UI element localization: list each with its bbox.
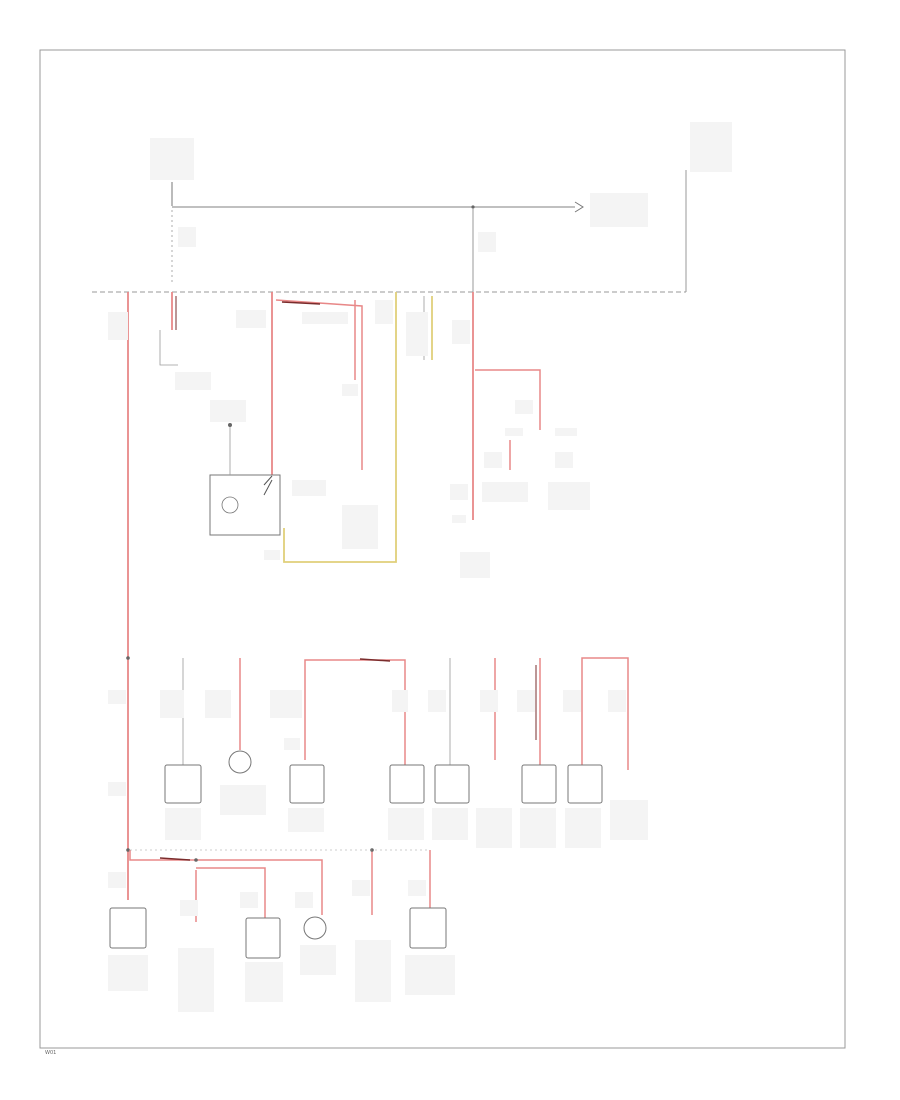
label-block-top-right xyxy=(690,122,732,172)
label-block-right-connector xyxy=(590,193,648,227)
load-box xyxy=(389,764,425,804)
lower-loads xyxy=(108,848,455,1012)
top-power-feed xyxy=(150,122,732,292)
left-trunk xyxy=(108,292,130,900)
yellow-return-wire xyxy=(283,292,397,563)
load-box xyxy=(567,764,603,804)
diagram-frame xyxy=(39,49,846,1049)
middle-loads xyxy=(108,657,648,848)
load-box xyxy=(521,764,557,804)
switch-icon xyxy=(263,475,273,486)
branch-c1 xyxy=(159,292,211,390)
load-box xyxy=(289,764,325,804)
load-box xyxy=(434,764,470,804)
connector-arrow-icon xyxy=(574,201,584,213)
lamp-icon xyxy=(303,916,327,940)
load-box xyxy=(245,917,281,959)
coil-icon xyxy=(221,496,239,514)
upper-right-branch xyxy=(450,292,590,578)
load-box xyxy=(164,764,202,804)
diagram-code-label: W01 xyxy=(45,1050,56,1056)
label-block-top-source xyxy=(150,138,194,180)
lamp-icon xyxy=(228,750,252,774)
upper-module xyxy=(209,292,433,563)
load-box xyxy=(109,907,147,949)
load-box xyxy=(409,907,447,949)
label-block-module xyxy=(342,505,378,549)
